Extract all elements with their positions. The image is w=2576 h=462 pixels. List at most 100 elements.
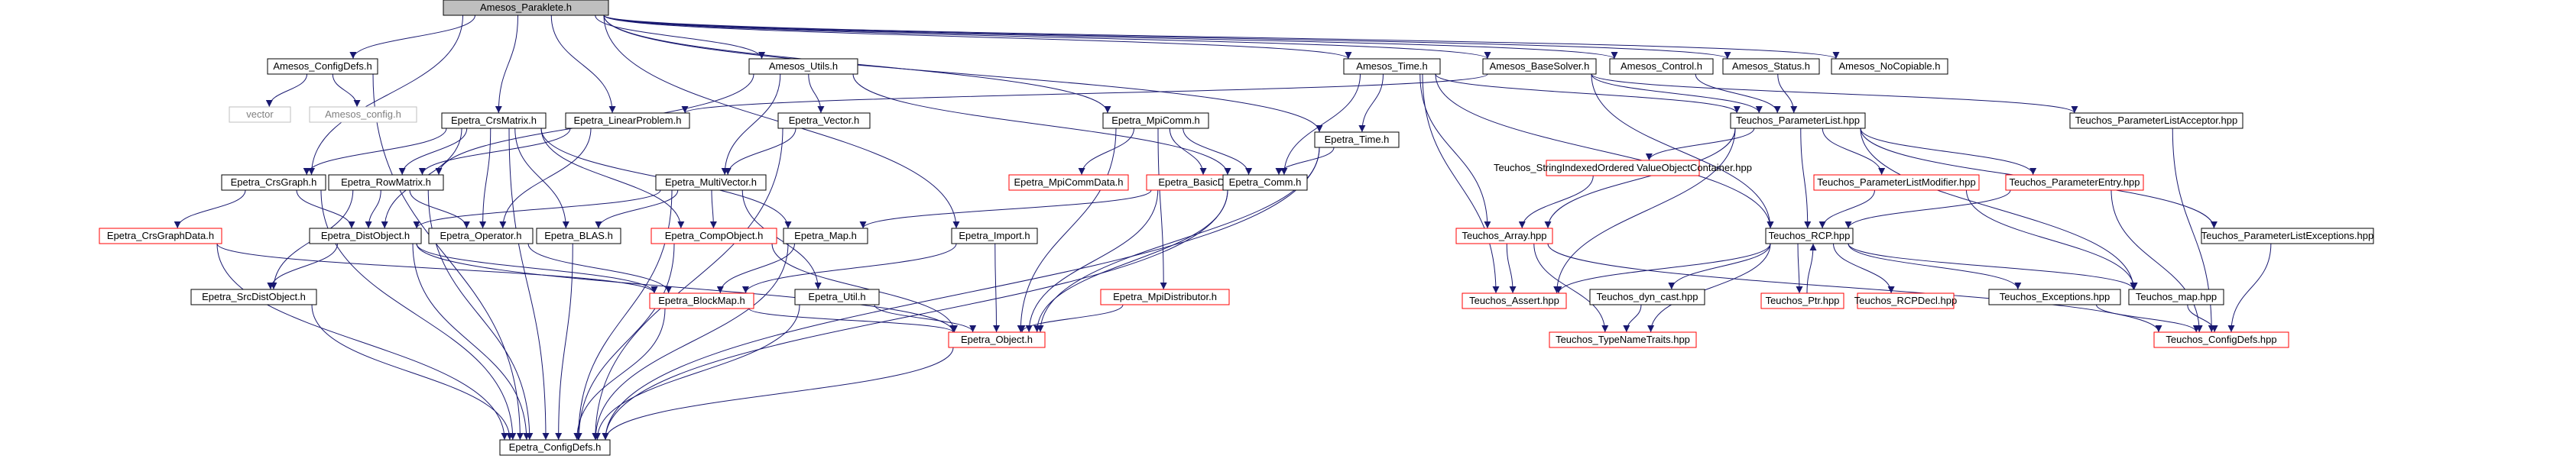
node-label: Epetra_Object.h [961,334,1033,345]
node-rcpdecl[interactable]: Teuchos_RCPDecl.hpp [1854,292,1957,309]
node-box [1609,58,1714,75]
node-crsgraph[interactable]: Epetra_CrsGraph.h [221,174,326,191]
edge-basesolver-to-plistacc [1591,73,2078,114]
node-etime[interactable]: Epetra_Time.h [1314,131,1400,148]
node-tntraits[interactable]: Teuchos_TypeNameTraits.hpp [1549,331,1697,348]
node-basesolver[interactable]: Amesos_BaseSolver.h [1482,58,1597,75]
edge-basesolver-to-linprob [681,73,1488,114]
edge-amtime-to-comm [1280,73,1361,176]
edge-root-to-nocopy [603,15,1839,60]
node-label: Epetra_MpiDistributor.h [1113,291,1217,302]
node-label: Amesos_config.h [325,108,401,120]
node-label: Epetra_MpiCommData.h [1014,176,1123,188]
edge-mpidist-to-eobject [1018,304,1124,333]
node-multivec[interactable]: Epetra_MultiVector.h [655,174,767,191]
edge-crsmatrix-to-rowmatrix [398,128,468,176]
node-root[interactable]: Amesos_Paraklete.h [443,0,609,16]
node-comm[interactable]: Epetra_Comm.h [1222,174,1308,191]
node-blockmap[interactable]: Epetra_BlockMap.h [649,292,754,309]
node-box [1455,228,1553,244]
node-rowmatrix[interactable]: Epetra_RowMatrix.h [328,174,444,191]
node-label: Epetra_Comm.h [1229,176,1302,188]
node-amtime[interactable]: Amesos_Time.h [1343,58,1441,75]
edge-emap-to-blockmap [716,243,795,294]
node-label: Amesos_Paraklete.h [480,2,572,13]
node-box [229,106,291,123]
node-eobject[interactable]: Epetra_Object.h [948,331,1046,348]
edge-etime-to-ecfgdefs [602,147,1320,441]
edge-blockmap-to-eobject [748,308,957,333]
node-linprob[interactable]: Epetra_LinearProblem.h [565,112,690,129]
node-label: Epetra_DistObject.h [321,230,410,241]
edge-basicdir-to-eobject [1025,189,1159,333]
node-box [221,174,326,191]
node-cfgdefs[interactable]: Amesos_ConfigDefs.h [267,58,378,75]
node-rcp[interactable]: Teuchos_RCP.hpp [1765,228,1854,244]
node-import[interactable]: Epetra_Import.h [951,228,1038,244]
node-crsgraphdata[interactable]: Epetra_CrsGraphData.h [99,228,222,244]
node-mpicomm[interactable]: Epetra_MpiComm.h [1102,112,1209,129]
node-plistmod[interactable]: Teuchos_ParameterListModifier.hpp [1813,174,1980,191]
edge-plistmod-to-rcp [1818,189,1875,229]
node-eutil[interactable]: Epetra_Util.h [794,289,880,305]
node-plist[interactable]: Teuchos_ParameterList.hpp [1730,112,1866,129]
node-mpicommdata[interactable]: Epetra_MpiCommData.h [1008,174,1129,191]
node-label: Teuchos_dyn_cast.hpp [1597,291,1698,302]
edge-eutil-to-eobject [874,304,977,333]
edge-linprob-to-rowmatrix [418,128,571,176]
node-tcfgdefs[interactable]: Teuchos_ConfigDefs.hpp [2153,331,2289,348]
node-control[interactable]: Amesos_Control.h [1609,58,1714,75]
node-box [2128,289,2224,305]
node-operator[interactable]: Epetra_Operator.h [428,228,534,244]
node-box [267,58,378,75]
node-box [309,228,422,244]
node-evector[interactable]: Epetra_Vector.h [777,112,871,129]
edge-srcdist-to-ecfgdefs [311,304,514,441]
edge-blockmap-to-ecfgdefs [573,308,666,441]
edge-tarray-to-tntraits [1533,243,1609,333]
node-srcdist[interactable]: Epetra_SrcDistObject.h [190,289,317,305]
node-tmap[interactable]: Teuchos_map.hpp [2128,289,2224,305]
node-compobj[interactable]: Epetra_CompObject.h [650,228,777,244]
node-tarray[interactable]: Teuchos_Array.hpp [1455,228,1553,244]
node-label: Teuchos_Exceptions.hpp [2000,291,2110,302]
node-box [1008,174,1129,191]
node-plistacc[interactable]: Teuchos_ParameterListAcceptor.hpp [2069,112,2243,129]
edge-basesolver-to-plist [1591,73,1763,114]
node-mpidist[interactable]: Epetra_MpiDistributor.h [1100,289,1230,305]
node-label: Teuchos_ParameterListExceptions.hpp [2201,230,2373,241]
node-box [777,112,871,129]
node-status[interactable]: Amesos_Status.h [1722,58,1820,75]
edge-amtime-to-plist [1435,73,1741,114]
node-sivoc[interactable]: Teuchos_StringIndexedOrdered ValueObject… [1494,160,1752,176]
node-texc[interactable]: Teuchos_Exceptions.hpp [1988,289,2121,305]
node-label: Amesos_Status.h [1732,60,1810,72]
node-plistexc[interactable]: Teuchos_ParameterListExceptions.hpp [2201,228,2374,244]
node-box [1760,292,1844,309]
edge-rcp-to-tmap [1848,243,2137,290]
node-tptr[interactable]: Teuchos_Ptr.hpp [1760,292,1844,309]
node-label: Epetra_MultiVector.h [665,176,757,188]
node-box [748,58,858,75]
node-crsmatrix[interactable]: Epetra_CrsMatrix.h [441,112,547,129]
node-label: Teuchos_Ptr.hpp [1766,295,1840,306]
node-nocopy[interactable]: Amesos_NoCopiable.h [1831,58,1948,75]
node-ecfgdefs[interactable]: Epetra_ConfigDefs.h [499,439,611,456]
node-emap[interactable]: Epetra_Map.h [783,228,868,244]
node-pentry[interactable]: Teuchos_ParameterEntry.hpp [2005,174,2144,191]
edge-tarray-to-tassert [1506,243,1517,294]
node-dyncast[interactable]: Teuchos_dyn_cast.hpp [1589,289,1705,305]
node-amconfig: Amesos_config.h [309,106,417,123]
node-distobj[interactable]: Epetra_DistObject.h [309,228,422,244]
node-box [1722,58,1820,75]
edge-import-to-blockmap [742,243,957,294]
node-box [649,292,754,309]
edge-plist-to-tassert [1553,128,1736,294]
edge-crsmatrix-to-blas [514,128,569,229]
node-utils[interactable]: Amesos_Utils.h [748,58,858,75]
node-label: Teuchos_ParameterList.hpp [1736,115,1860,126]
edge-mpicomm-to-eobject [1017,128,1117,333]
node-blas[interactable]: Epetra_BLAS.h [536,228,621,244]
edge-root-to-linprob [550,15,616,114]
node-tassert[interactable]: Teuchos_Assert.hpp [1462,292,1567,309]
